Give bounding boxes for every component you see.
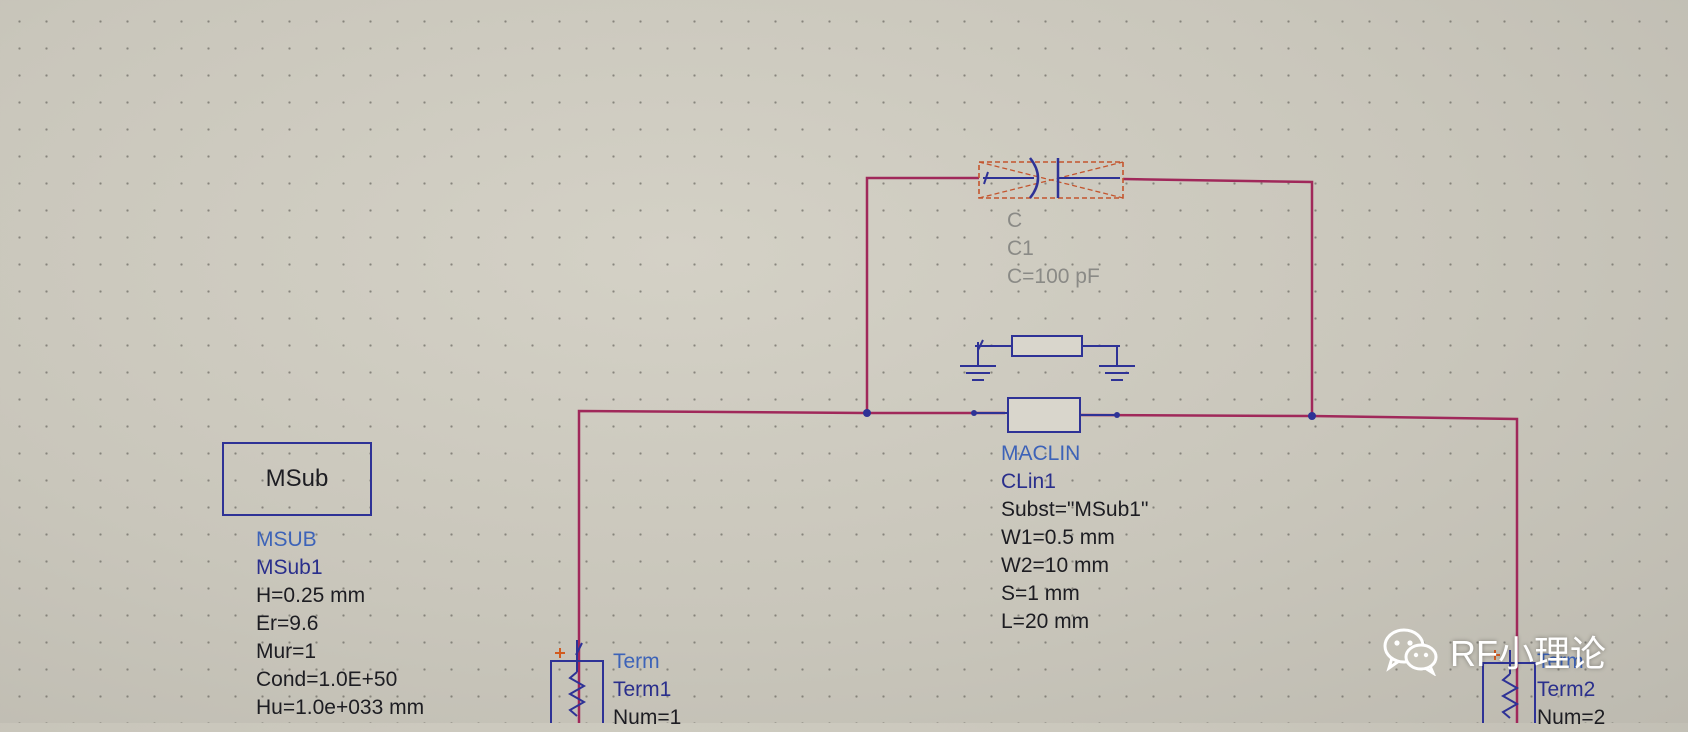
msub-param: Hu=1.0e+033 mm — [256, 696, 425, 719]
term1-label[interactable]: Term Term1 Num=1 — [613, 648, 681, 732]
watermark: RF小理论 — [1382, 625, 1606, 677]
maclin-param: W2=10 mm — [1001, 554, 1109, 577]
maclin-param: Subst="MSub1" — [1001, 498, 1149, 521]
msub-param: H=0.25 mm — [256, 584, 366, 607]
ground-icon — [1099, 365, 1135, 381]
capacitor-c1[interactable] — [978, 157, 1124, 199]
msub-type-label: MSUB — [256, 528, 317, 551]
msub-param: Cond=1.0E+50 — [256, 668, 398, 691]
msub-name-label: MSub1 — [256, 556, 323, 579]
maclin-param: S=1 mm — [1001, 582, 1080, 605]
maclin-type-label: MACLIN — [1001, 442, 1081, 465]
msub-label[interactable]: MSUB MSub1 H=0.25 mm Er=9.6 Mur=1 Cond=1… — [256, 526, 424, 722]
msub-component[interactable]: MSub — [222, 442, 372, 516]
maclin-label[interactable]: MACLIN CLin1 Subst="MSub1" W1=0.5 mm W2=… — [1001, 440, 1148, 636]
capacitor-value-label: C=100 pF — [1007, 265, 1100, 288]
term1-port[interactable] — [550, 640, 604, 723]
term1-name-label: Term1 — [613, 678, 672, 701]
term1-num-label: Num=1 — [613, 706, 682, 729]
capacitor-disabled-cross — [978, 161, 1124, 199]
wire-cap-loop-right[interactable] — [1122, 177, 1314, 416]
watermark-text: RF小理论 — [1450, 633, 1606, 674]
capacitor-pin-marker — [983, 171, 989, 185]
capacitor-label[interactable]: C C1 C=100 pF — [1007, 207, 1100, 291]
plus-icon — [1490, 650, 1500, 660]
plus-icon — [555, 648, 565, 658]
term2-type-label: Term — [1537, 650, 1584, 673]
wechat-icon — [1383, 628, 1438, 676]
maclin-clin1[interactable] — [971, 397, 1120, 433]
term2-name-label: Term2 — [1537, 678, 1596, 701]
maclin-ground-lines[interactable] — [975, 335, 1120, 366]
capacitor-curved-plate — [1029, 157, 1040, 199]
term1-type-label: Term — [613, 650, 660, 673]
capacitor-type-label: C — [1007, 209, 1023, 232]
term2-num-label: Num=2 — [1537, 706, 1606, 729]
msub-param: Er=9.6 — [256, 612, 319, 635]
maclin-name-label: CLin1 — [1001, 470, 1056, 493]
maclin-param: W1=0.5 mm — [1001, 526, 1115, 549]
pin-marker-icon — [575, 642, 583, 656]
msub-param: Mur=1 — [256, 640, 317, 663]
ground-icon — [960, 365, 996, 381]
wire-maclin-right[interactable] — [1079, 413, 1519, 723]
term2-port[interactable] — [1482, 650, 1536, 723]
wire-cap-loop-left[interactable] — [865, 176, 979, 413]
wire-left-drop[interactable] — [577, 409, 868, 723]
capacitor-name-label: C1 — [1007, 237, 1034, 260]
wire-junction — [1308, 412, 1316, 420]
wire-junction — [863, 409, 871, 417]
maclin-param: L=20 mm — [1001, 610, 1090, 633]
capacitor-disabled-outline — [978, 161, 1124, 199]
